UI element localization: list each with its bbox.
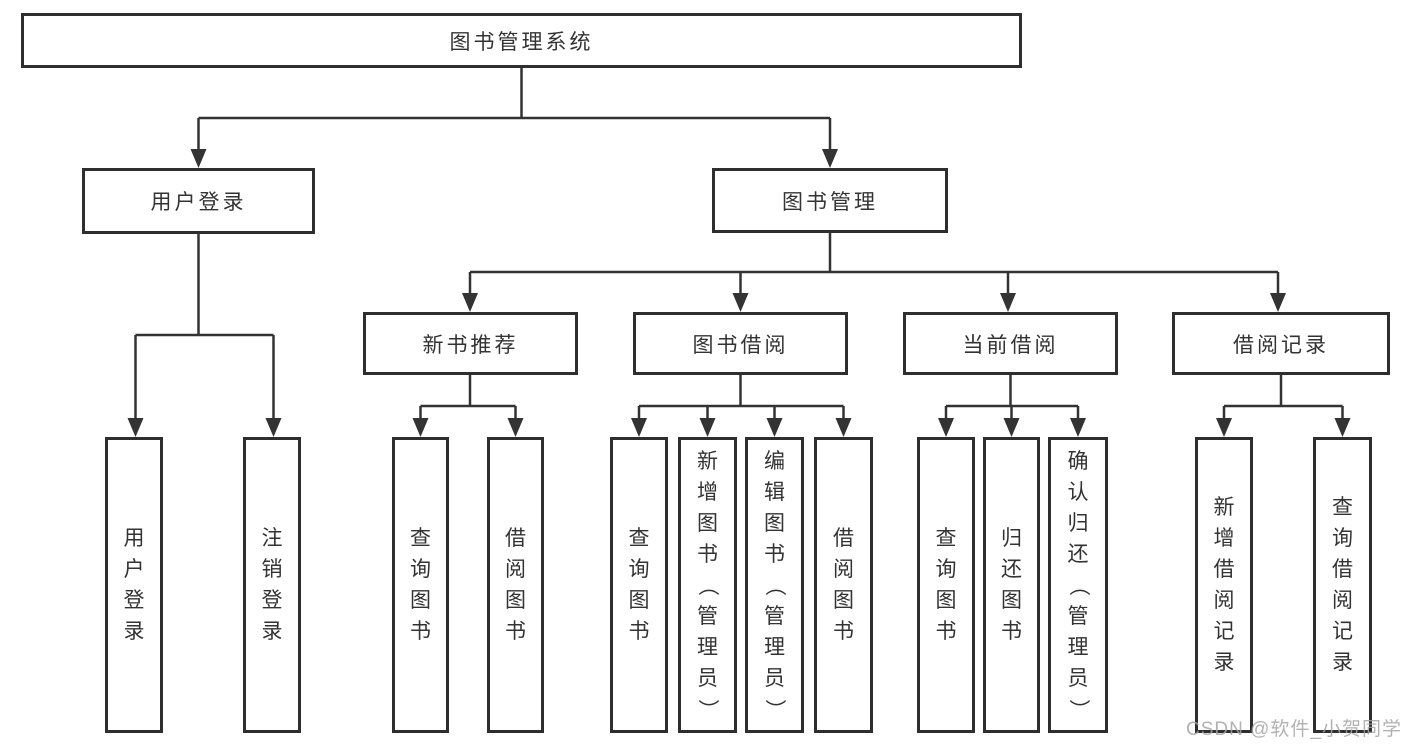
connector-current-borrow-to-leaves bbox=[938, 375, 1086, 437]
node-leaf-query-books-current: 查询图书 bbox=[917, 437, 975, 733]
node-book-management-branch: 图书管理 bbox=[712, 168, 948, 233]
node-leaf-return-books: 归还图书 bbox=[983, 437, 1040, 733]
node-new-book-recommend: 新书推荐 bbox=[363, 312, 578, 375]
node-book-borrow: 图书借阅 bbox=[633, 312, 848, 375]
node-leaf-add-books-admin: 新增图书（管理员） bbox=[678, 437, 737, 733]
connector-borrow-records-to-leaves bbox=[1216, 375, 1351, 437]
connector-root-to-branches bbox=[190, 68, 838, 168]
node-leaf-borrow-books: 借阅图书 bbox=[814, 437, 873, 733]
node-current-borrow: 当前借阅 bbox=[903, 312, 1118, 375]
node-leaf-borrow-books-recommend: 借阅图书 bbox=[487, 437, 544, 733]
connector-user-login-to-leaves bbox=[127, 234, 282, 437]
node-leaf-confirm-return-admin: 确认归还（管理员） bbox=[1048, 437, 1108, 733]
csdn-watermark: CSDN @软件_小贺同学 bbox=[1186, 719, 1402, 740]
node-borrow-records: 借阅记录 bbox=[1172, 312, 1390, 375]
connector-new-book-to-leaves bbox=[412, 375, 524, 437]
node-leaf-query-books-recommend: 查询图书 bbox=[392, 437, 449, 733]
node-leaf-edit-books-admin: 编辑图书（管理员） bbox=[745, 437, 804, 733]
node-leaf-user-login: 用户登录 bbox=[105, 437, 163, 733]
node-leaf-logout: 注销登录 bbox=[243, 437, 301, 733]
node-leaf-add-borrow-record: 新增借阅记录 bbox=[1195, 437, 1253, 733]
connector-book-borrow-to-leaves bbox=[631, 375, 852, 437]
node-user-login-branch: 用户登录 bbox=[82, 168, 315, 234]
node-root-library-system: 图书管理系统 bbox=[21, 13, 1022, 68]
node-leaf-query-borrow-record: 查询借阅记录 bbox=[1313, 437, 1372, 733]
node-leaf-query-books-borrow: 查询图书 bbox=[610, 437, 668, 733]
connector-book-mgmt-to-sections bbox=[462, 233, 1286, 312]
